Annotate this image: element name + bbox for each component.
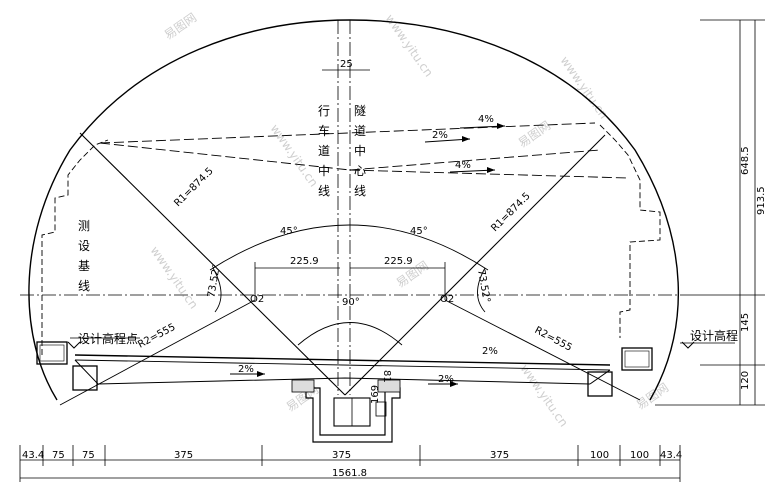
center-point-label: O2 <box>440 294 454 305</box>
angle-label: 90° <box>342 297 360 308</box>
radius-line-right <box>344 134 606 396</box>
svg-text:隧: 隧 <box>354 103 366 118</box>
angle-label: 45° <box>410 226 428 237</box>
svg-text:线: 线 <box>78 279 90 293</box>
slope-arrow-head <box>462 136 470 142</box>
watermark: www.yitu.cn <box>518 362 571 430</box>
drain-right <box>587 371 613 397</box>
bottom-dim-label: 75 <box>82 450 95 461</box>
slope-arrow-head <box>450 381 458 387</box>
slope-label: 2% <box>238 364 254 375</box>
bottom-dim-ticks <box>19 445 681 482</box>
slope-label: 2% <box>438 374 454 385</box>
half-width-label: 225.9 <box>290 256 319 267</box>
svg-text:道: 道 <box>318 144 330 158</box>
bottom-dim-label: 375 <box>332 450 351 461</box>
radius-line-left <box>79 132 346 396</box>
right-dim-label: 913.5 <box>756 186 767 215</box>
half-width-label: 225.9 <box>384 256 413 267</box>
svg-text:中: 中 <box>318 163 330 178</box>
watermark: www.yitu.cn <box>558 54 611 122</box>
drain-cap-right <box>377 379 401 393</box>
angle-label: 45° <box>280 226 298 237</box>
center-point-label: O2 <box>250 294 264 305</box>
radius-small-left <box>59 299 256 406</box>
radius-label: R2=555 <box>533 325 574 354</box>
watermark: www.yitu.cn <box>268 122 321 190</box>
road-deck-base <box>97 377 591 385</box>
drain-side-block <box>375 401 387 417</box>
drain-width-label: 81 <box>381 370 392 383</box>
right-dim-label: 120 <box>740 371 751 390</box>
design-elev-label: 设计高程 <box>690 328 738 343</box>
slope-label: 2% <box>432 130 448 141</box>
slope-arrow-head <box>487 167 495 173</box>
watermark: www.yitu.cn <box>148 244 201 312</box>
road-center-label: 行 车 道 中 线 <box>318 104 330 198</box>
drain-cap-left <box>291 379 315 393</box>
road-deck-top <box>74 354 611 366</box>
slope-label: 4% <box>455 160 471 171</box>
survey-baseline-label: 测 设 基 线 <box>78 219 90 293</box>
svg-text:行: 行 <box>318 104 330 118</box>
svg-text:测: 测 <box>78 219 90 233</box>
clearance-line-top-3 <box>349 169 629 179</box>
svg-text:道: 道 <box>354 124 366 138</box>
svg-text:中: 中 <box>354 143 366 158</box>
slope-arrow-head <box>497 123 505 129</box>
svg-text:车: 车 <box>318 123 330 138</box>
radius-label: R1=874.5 <box>489 191 532 234</box>
angle-arc-upper <box>209 224 489 271</box>
bottom-total-label: 1561.8 <box>332 468 367 479</box>
svg-text:基: 基 <box>78 259 90 273</box>
angle-arc-right-side <box>477 267 486 313</box>
bottom-dim-label: 75 <box>52 450 65 461</box>
top-width-label: 25 <box>340 59 353 70</box>
curb-left <box>36 341 68 365</box>
clearance-outline-right <box>599 124 661 338</box>
central-drain-body <box>305 387 401 443</box>
design-elev-marker-left <box>67 337 140 349</box>
slope-arrow-head <box>257 371 265 377</box>
watermark: 易图网 <box>162 10 200 42</box>
drain-left <box>72 365 98 391</box>
road-base-left <box>74 359 99 385</box>
slope-label: 4% <box>478 114 494 125</box>
design-elev-marker-right <box>680 341 735 349</box>
svg-text:线: 线 <box>318 184 330 198</box>
right-dim-label: 145 <box>740 313 751 332</box>
svg-text:心: 心 <box>354 164 366 178</box>
watermark: 易图网 <box>516 118 554 150</box>
slope-label: 2% <box>482 346 498 357</box>
bottom-dim-label: 43.4 <box>660 450 682 461</box>
svg-text:线: 线 <box>354 184 366 198</box>
clearance-line-top-1 <box>99 122 596 144</box>
bottom-dim-label: 375 <box>174 450 193 461</box>
design-elev-point-label: 设计高程点 <box>78 331 138 346</box>
svg-text:设: 设 <box>78 239 90 253</box>
bottom-dim-label: 100 <box>630 450 649 461</box>
bottom-dim-label: 100 <box>590 450 609 461</box>
clearance-outline-left <box>41 139 109 355</box>
bottom-dim-label: 375 <box>490 450 509 461</box>
angle-arc-lower <box>297 322 403 346</box>
bottom-dim-label: 43.4 <box>22 450 44 461</box>
radius-label: R1=874.5 <box>172 166 215 209</box>
road-deck-mid <box>74 359 611 371</box>
curb-right-inner <box>624 350 650 368</box>
curb-left-inner <box>39 344 65 362</box>
angle-arc-left-side <box>212 267 222 313</box>
radius-label: R2=555 <box>136 322 177 351</box>
radius-small-right <box>444 299 641 401</box>
right-dim-label: 648.5 <box>740 146 751 175</box>
angle-label: 73.52° <box>475 269 492 304</box>
drain-depth-label: 169 <box>370 385 381 404</box>
curb-right <box>621 347 653 371</box>
angle-label: 73.52° <box>206 263 223 298</box>
tunnel-center-label: 隧 道 中 心 线 <box>354 103 366 198</box>
